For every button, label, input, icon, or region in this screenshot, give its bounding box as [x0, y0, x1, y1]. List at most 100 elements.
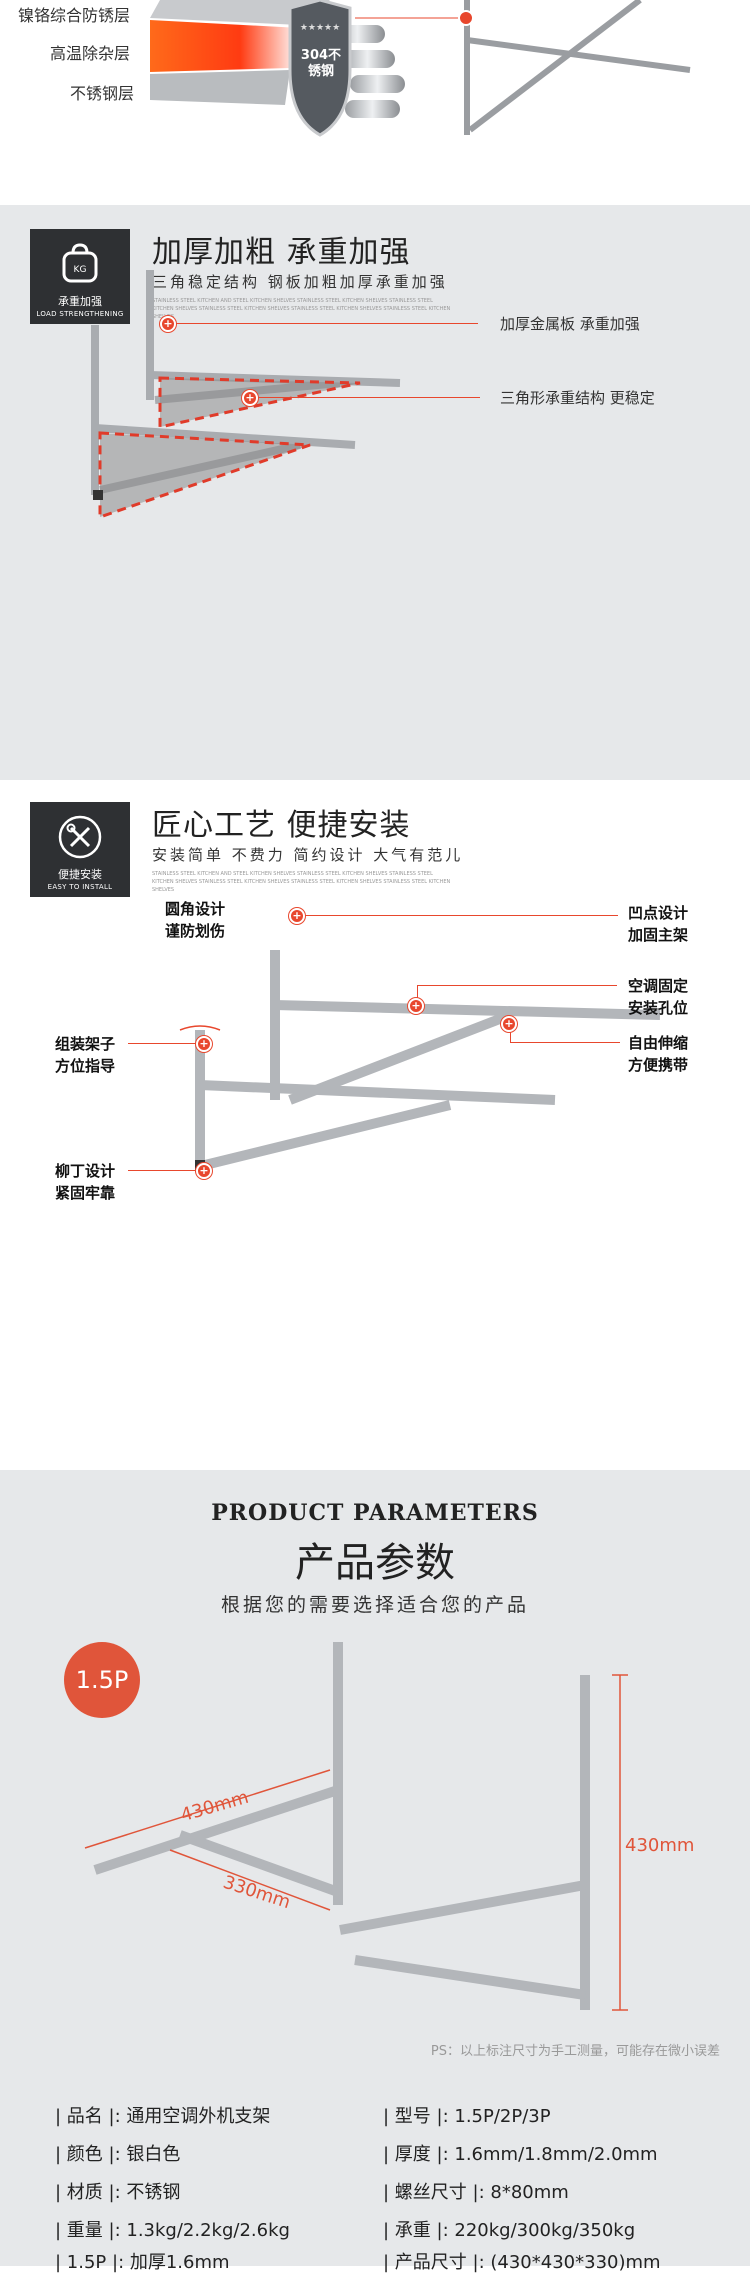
install-badge-en: EASY TO INSTALL [47, 883, 113, 891]
spec-value: 银白色 [126, 2144, 181, 2165]
spec-value: 1.3kg/2.2kg/2.6kg [126, 2220, 290, 2241]
install-title: 匠心工艺 便捷安装 [152, 808, 411, 843]
spec-value: 8*80mm [490, 2182, 569, 2203]
rivet-line [128, 1170, 200, 1171]
ac-callout: 空调固定 安装孔位 [628, 975, 688, 1019]
svg-text:★★★★★: ★★★★★ [300, 23, 340, 33]
weight-icon: KG [62, 243, 98, 283]
dent-callout-1: 凹点设计 [628, 904, 689, 922]
ac-vline [417, 985, 418, 1003]
install-badge: 便捷安装 EASY TO INSTALL [30, 802, 130, 897]
spec-value: 220kg/300kg/350kg [454, 2220, 636, 2241]
telescope-line [510, 1042, 620, 1043]
product-parameters-section [0, 1470, 750, 2266]
telescope-marker: + [501, 1016, 517, 1032]
layer-label-2: 高温除杂层 [50, 44, 131, 63]
load-callout-2: 三角形承重结构 更稳定 [500, 389, 655, 407]
params-title-en: PRODUCT PARAMETERS [211, 1500, 539, 1526]
spec-key: 承重 [394, 2220, 431, 2241]
spec-key: 1.5P [66, 2252, 107, 2273]
install-subtitle: 安装简单 不费力 简约设计 大气有范儿 [152, 846, 464, 864]
layer-illustration: ★★★★★ [150, 0, 691, 137]
load-badge-en: LOAD STRENGTHENING [36, 310, 124, 318]
rivet-callout-1: 柳丁设计 [55, 1162, 116, 1180]
load-bracket-illustration [91, 270, 401, 520]
callout-marker-1: + [160, 316, 176, 332]
dent-marker: + [289, 908, 305, 924]
round-callout: 圆角设计 谨防划伤 [165, 898, 225, 942]
telescope-callout-2: 方便携带 [628, 1056, 689, 1074]
spec-value: 1.6mm/1.8mm/2.0mm [454, 2144, 658, 2165]
rivet-callout: 柳丁设计 紧固牢靠 [55, 1160, 115, 1204]
install-badge-title: 便捷安装 [58, 868, 102, 881]
size-badge: 1.5P [64, 1642, 140, 1718]
layer-label-3: 不锈钢层 [70, 84, 135, 103]
load-badge-title: 承重加强 [58, 295, 102, 308]
params-bracket-illustration [84, 1642, 628, 2011]
spec-item: | 材质 |: 不锈钢 [55, 2182, 181, 2203]
spec-value: (430*430*330)mm [490, 2252, 661, 2273]
spec-key: 品名 [66, 2106, 103, 2127]
ac-callout-1: 空调固定 [628, 977, 689, 995]
round-callout-2: 谨防划伤 [165, 922, 226, 940]
assembly-line [128, 1043, 200, 1044]
layer-marker [458, 10, 474, 26]
telescope-vline [510, 1025, 511, 1043]
ac-line [417, 985, 617, 986]
dent-callout: 凹点设计 加固主架 [628, 902, 688, 946]
ps-note: PS：以上标注尺寸为手工测量，可能存在微小误差 [430, 2044, 720, 2059]
telescope-callout-1: 自由伸缩 [628, 1034, 689, 1052]
params-subtitle: 根据您的需要选择适合您的产品 [220, 1594, 529, 1616]
spec-item: | 颜色 |: 银白色 [55, 2144, 181, 2165]
section-gap-2 [0, 1460, 750, 1470]
dent-line [298, 915, 618, 916]
load-subtitle: 三角稳定结构 钢板加粗加厚承重加强 [152, 273, 448, 291]
spec-item: | 1.5P |: 加厚1.6mm [55, 2252, 230, 2273]
section-gap [0, 780, 750, 790]
assembly-callout: 组装架子 方位指导 [55, 1033, 115, 1077]
assembly-callout-2: 方位指导 [55, 1057, 116, 1075]
layer-label-1: 镍铬综合防锈层 [18, 6, 131, 25]
shield-icon [288, 0, 352, 137]
spec-key: 螺丝尺寸 [394, 2182, 467, 2203]
ac-marker: + [408, 998, 424, 1014]
spec-key: 产品尺寸 [394, 2252, 467, 2273]
spec-value: 不锈钢 [126, 2182, 181, 2203]
load-callout-1: 加厚金属板 承重加强 [500, 315, 640, 333]
install-fine-print: STAINLESS STEEL KITCHEN AND STEEL KITCHE… [152, 871, 451, 893]
easy-install-section: 便捷安装 EASY TO INSTALL 匠心工艺 便捷安装 安装简单 不费力 … [0, 790, 750, 1460]
load-title: 加厚加粗 承重加强 [152, 235, 411, 270]
spec-key: 厚度 [394, 2144, 431, 2165]
rivet-marker: + [196, 1163, 212, 1179]
spec-value: 加厚1.6mm [129, 2252, 230, 2273]
callout-line-1 [168, 323, 478, 324]
steel-rods [330, 25, 405, 118]
callout-line-2 [256, 397, 480, 398]
tools-icon [58, 815, 102, 859]
spec-item: | 产品尺寸 |: (430*430*330)mm [383, 2252, 661, 2273]
load-strengthening-section: KG 承重加强 LOAD STRENGTHENING 加厚加粗 承重加强 三角稳… [0, 205, 750, 780]
weight-icon-text: KG [74, 265, 87, 275]
spec-key: 颜色 [66, 2144, 103, 2165]
rivet-callout-2: 紧固牢靠 [55, 1184, 116, 1202]
spec-value: 通用空调外机支架 [126, 2106, 271, 2127]
spec-key: 材质 [66, 2182, 103, 2203]
spec-item: | 承重 |: 220kg/300kg/350kg [383, 2220, 636, 2241]
material-layers-section: 镍铬综合防锈层 高温除杂层 不锈钢层 ★★★★★ [0, 0, 750, 205]
spec-key: 型号 [394, 2106, 431, 2127]
dim-430-b: 430mm [625, 1835, 695, 1856]
load-badge: KG 承重加强 LOAD STRENGTHENING [30, 229, 130, 324]
spec-item: | 重量 |: 1.3kg/2.2kg/2.6kg [55, 2220, 290, 2241]
callout-marker-2: + [242, 390, 258, 406]
ac-callout-2: 安装孔位 [628, 999, 689, 1017]
assembly-marker: + [196, 1036, 212, 1052]
assembly-callout-1: 组装架子 [55, 1035, 116, 1053]
spec-item: | 螺丝尺寸 |: 8*80mm [383, 2182, 569, 2203]
shield-text: 304不锈钢 [300, 48, 342, 79]
spec-item: | 厚度 |: 1.6mm/1.8mm/2.0mm [383, 2144, 658, 2165]
install-bracket-illustration [179, 950, 661, 1172]
spec-key: 重量 [66, 2220, 103, 2241]
spec-item: | 品名 |: 通用空调外机支架 [55, 2106, 271, 2127]
spec-item: | 型号 |: 1.5P/2P/3P [383, 2106, 551, 2127]
round-callout-1: 圆角设计 [165, 900, 226, 918]
